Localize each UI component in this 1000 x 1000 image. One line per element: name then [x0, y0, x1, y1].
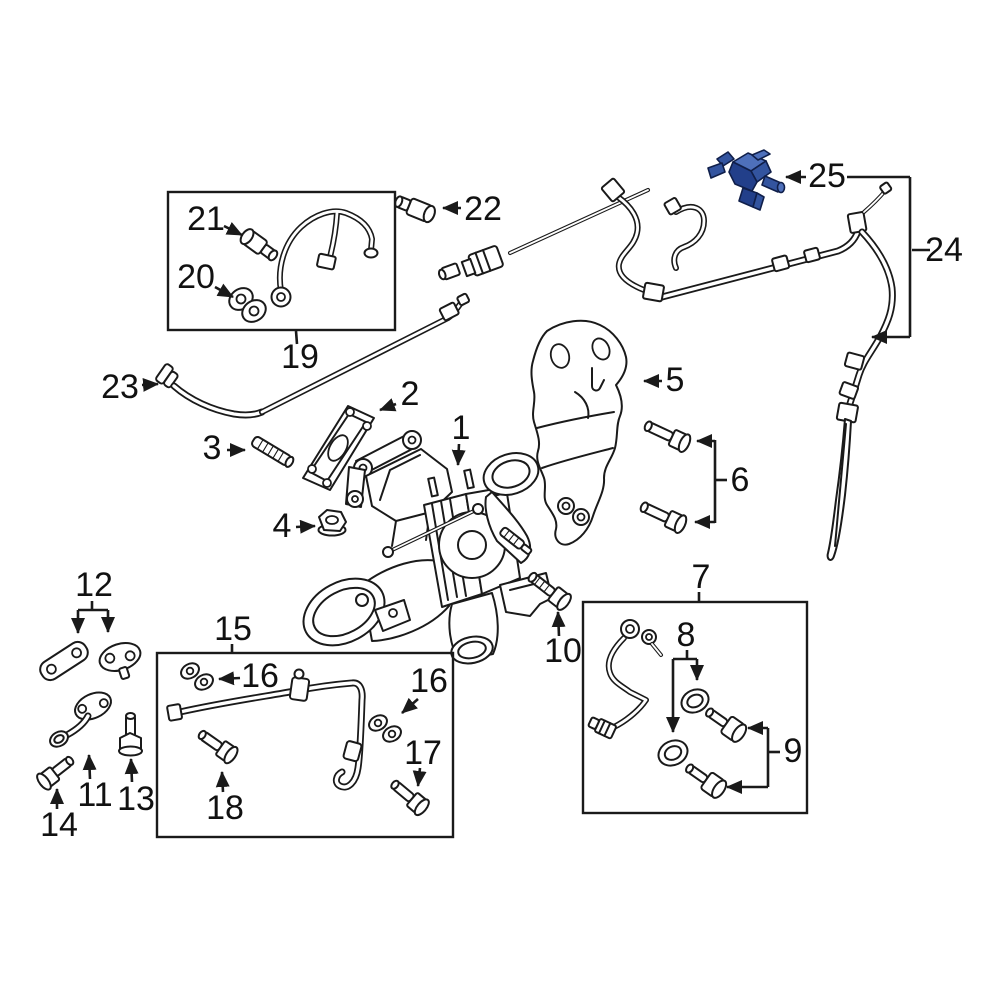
part-label-20: 20 — [177, 258, 215, 296]
leader-arrow — [82, 754, 97, 780]
part-label-15: 15 — [214, 610, 252, 648]
tube-clamp-drawing — [288, 668, 311, 702]
leader-arrow — [379, 398, 397, 412]
leader-arrow — [295, 519, 316, 534]
solenoid-valve-highlighted-drawing — [707, 149, 786, 211]
part-label-14: 14 — [40, 806, 78, 844]
leader-arrow — [141, 377, 159, 392]
part-label-3: 3 — [203, 429, 222, 467]
part-label-17: 17 — [404, 734, 442, 772]
leader-arrow — [412, 767, 427, 787]
bolt-6b-drawing — [639, 501, 688, 534]
part-label-18: 18 — [206, 789, 244, 827]
part-label-9: 9 — [784, 732, 803, 770]
bolt-17-drawing — [390, 779, 430, 817]
gasket-drawing — [228, 287, 267, 323]
part-label-13: 13 — [117, 780, 155, 818]
part-label-21: 21 — [187, 200, 225, 238]
part-label-24: 24 — [925, 231, 963, 269]
group-7-box — [581, 600, 809, 815]
part-label-19: 19 — [281, 338, 319, 376]
part-label-23: 23 — [101, 368, 139, 406]
leader-arrow — [401, 697, 419, 714]
tube-drawing — [270, 208, 379, 308]
part-label-6: 6 — [731, 461, 750, 499]
stud-drawing — [251, 436, 295, 468]
oil-drain-tube-11-drawing — [49, 691, 112, 748]
leader-arrow — [223, 222, 243, 237]
part-label-16: 16 — [241, 657, 279, 695]
hose-pipe-23-drawing — [155, 292, 471, 419]
nut-drawing — [317, 509, 347, 537]
part-label-5: 5 — [666, 361, 685, 399]
leader-arrow — [451, 443, 466, 466]
leader-arrow — [551, 611, 566, 637]
leader-arrow — [124, 758, 139, 783]
turbocharger-drawing — [251, 405, 553, 665]
part-label-4: 4 — [273, 507, 292, 545]
leader-arrow — [218, 671, 241, 686]
oil-supply-tube-kit-drawing — [228, 208, 379, 323]
part-label-1: 1 — [452, 409, 471, 447]
fitting-22-drawing — [394, 195, 436, 224]
washers-16b-drawing — [368, 714, 402, 743]
group-15-box — [155, 651, 455, 839]
coolant-tube-kit-drawing — [166, 662, 430, 817]
washers-16a-drawing — [180, 662, 214, 691]
part-label-16: 16 — [410, 662, 448, 700]
part-label-22: 22 — [464, 190, 502, 228]
part-label-8: 8 — [677, 616, 696, 654]
bolt-13-drawing — [118, 712, 143, 757]
o-ring-8a-drawing — [680, 688, 710, 714]
part-label-25: 25 — [808, 157, 846, 195]
oil-feed-tube-kit-drawing — [587, 619, 748, 799]
bolt-6a-drawing — [643, 420, 692, 453]
group-19-box — [166, 190, 397, 332]
turbo-gasket-drawing — [302, 405, 375, 491]
bolt-14-drawing — [36, 755, 75, 791]
heat-shield-drawing — [530, 319, 628, 546]
part-label-10: 10 — [544, 632, 582, 670]
leader-arrow — [214, 283, 234, 299]
fitting-drawing — [239, 228, 279, 262]
hose-24-drawing — [826, 228, 896, 561]
bolt-10-drawing — [527, 571, 572, 611]
bolt-9a-drawing — [705, 707, 748, 743]
o-ring-8b-drawing — [657, 739, 689, 767]
leader-arrow — [215, 771, 230, 793]
vacuum-harness-drawing — [600, 177, 893, 303]
drain-gaskets-12-drawing — [39, 640, 142, 682]
part-label-7: 7 — [692, 558, 711, 596]
part-label-2: 2 — [401, 375, 420, 413]
bolt-9b-drawing — [685, 763, 728, 799]
bolt-18-drawing — [197, 729, 239, 765]
part-label-12: 12 — [75, 566, 113, 604]
part-label-11: 11 — [77, 776, 112, 814]
leader-line — [294, 330, 299, 345]
